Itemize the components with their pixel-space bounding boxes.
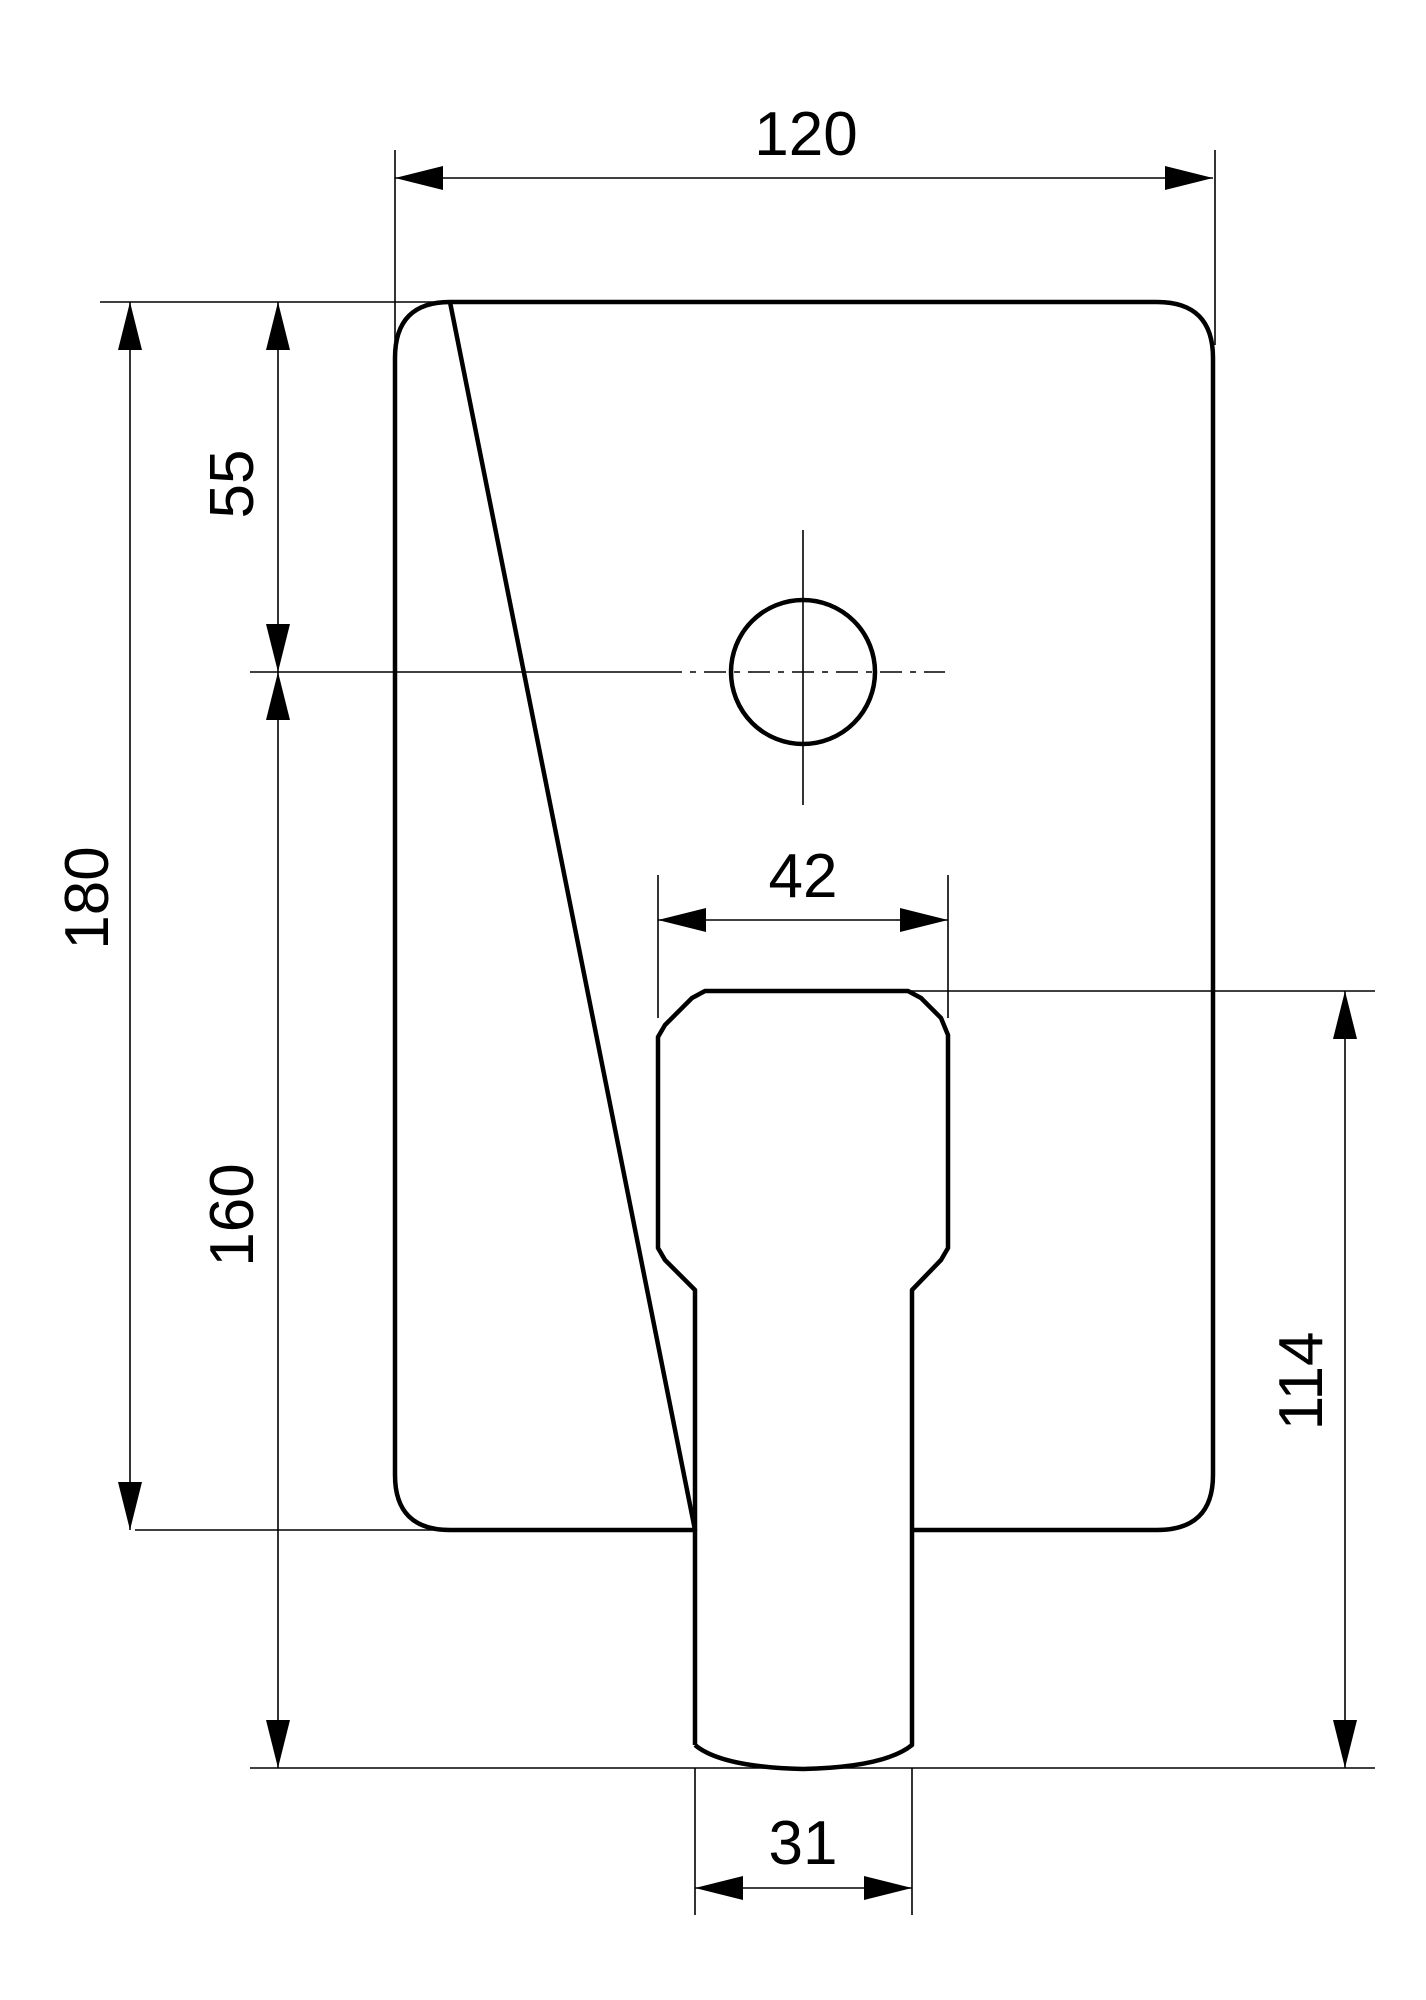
hole-center-lines [250, 530, 945, 805]
dim-overall-width: 120 [754, 100, 857, 169]
extension-lines [100, 150, 1375, 1915]
dim-lever-width: 42 [769, 842, 838, 911]
dim-lever-stem-width: 31 [769, 1809, 838, 1878]
cover-plate [392, 299, 1216, 1533]
diverter-hole [728, 597, 878, 747]
dimension-arrows [118, 166, 1357, 1900]
lever-handle [655, 988, 951, 1772]
dim-overall-height: 180 [53, 846, 122, 949]
dimension-lines [129, 177, 1346, 1889]
dim-hole-to-lever-end: 160 [198, 1163, 267, 1266]
dimension-values: 120 180 55 160 42 114 31 [53, 100, 1336, 1878]
dim-lever-length: 114 [1267, 1332, 1336, 1431]
dim-hole-offset-top: 55 [198, 450, 267, 519]
